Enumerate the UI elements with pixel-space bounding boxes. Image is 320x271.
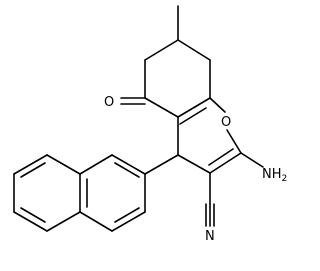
amine-label: NH2 <box>262 167 287 184</box>
bond-n1-n8a <box>79 154 113 175</box>
bond-c3-c4 <box>177 154 211 174</box>
bond-c2-nh2 <box>240 152 264 168</box>
bond-c7-c6 <box>144 39 179 61</box>
nitrile-nitrogen-label: N <box>205 229 215 244</box>
bond-n4a-n4 <box>79 211 113 232</box>
bond-c8a-o1 <box>209 97 226 113</box>
bond-c5-c4a <box>144 97 179 118</box>
bond-layer <box>13 5 264 232</box>
molecule-drawing: O O NH2 N <box>13 5 287 244</box>
bond-c4-naphthyl <box>144 154 179 175</box>
bond-c2-c3-double <box>208 148 234 166</box>
amine-label-subscript: 2 <box>282 174 288 184</box>
bond-n8-n7 <box>13 154 48 175</box>
bond-o1-c2 <box>226 129 242 154</box>
bond-n2-n1 <box>111 154 146 175</box>
atom-labels: O O NH2 N <box>104 95 287 244</box>
bond-c7-c8 <box>177 39 211 61</box>
structure-svg: O O NH2 N <box>13 5 287 244</box>
bond-n8-n7-inner <box>20 162 46 178</box>
bond-c4a-c8a <box>177 97 211 118</box>
bond-c2-c3 <box>209 152 242 174</box>
bond-n5-n4a <box>46 211 81 232</box>
amine-label-main: NH <box>262 167 282 182</box>
bond-n8a-n8 <box>46 154 81 175</box>
bond-n6-n5 <box>13 211 48 232</box>
bond-n3-n4-inner <box>114 207 140 223</box>
bond-n4-n3 <box>111 211 146 232</box>
ketone-oxygen-label: O <box>104 95 114 110</box>
bond-c4a-c8a-double <box>179 107 207 125</box>
bond-n1-n2-inner <box>114 162 140 178</box>
bond-n6-n5-inner <box>20 207 46 223</box>
ring-oxygen-label: O <box>221 115 231 130</box>
